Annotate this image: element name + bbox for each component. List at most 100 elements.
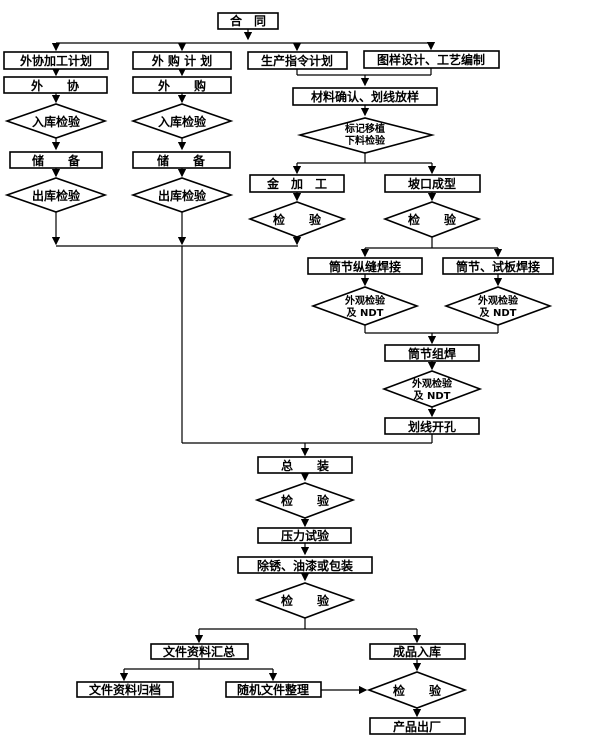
node-incoming-inspection-1: 入库检验 (4, 103, 108, 139)
node-final-assembly-label: 总 装 (281, 458, 329, 473)
node-weld-longitudinal-box (307, 257, 423, 275)
node-inspection-bevel-diamond (382, 201, 482, 238)
node-weld-longitudinal: 筒节纵缝焊接 (307, 257, 423, 275)
node-inspection-machining-label: 检 验 (273, 212, 322, 227)
node-final-assembly: 总 装 (257, 456, 353, 474)
node-inspection-product-label: 检 验 (393, 683, 442, 698)
node-doc-summary-box (150, 643, 249, 660)
node-inspection-product: 检 验 (366, 671, 468, 709)
node-final-assembly-box (257, 456, 353, 474)
node-machining-box (249, 174, 345, 193)
node-pressure-test-box (257, 527, 352, 544)
node-inspection-assembly: 检 验 (254, 482, 356, 519)
node-ndt-inspection-2: 外观检验 及 NDT (443, 286, 553, 326)
node-outgoing-inspection-1: 出库检验 (4, 177, 108, 213)
node-outsource: 外 协 (3, 76, 108, 94)
node-incoming-inspection-1-label: 入库检验 (32, 114, 81, 129)
node-ndt-inspection-3: 外观检验 及 NDT (381, 370, 483, 408)
node-plan-outsource-label: 外协加工计划 (20, 53, 92, 68)
node-storage-2-box (132, 151, 231, 169)
node-purchase-box (132, 76, 232, 94)
connector-arrows (51, 28, 503, 718)
node-inspection-machining-diamond (247, 201, 347, 238)
node-mark-transfer-inspection-label-2: 下料检验 (345, 134, 386, 147)
node-inspection-assembly-label: 检 验 (281, 493, 330, 508)
node-ndt-inspection-2-label-1: 外观检验 (477, 294, 519, 307)
node-marking-holes-box (384, 417, 480, 435)
node-ndt-inspection-1-diamond (310, 286, 420, 326)
node-design-process-label: 图样设计、工艺编制 (377, 52, 485, 67)
node-plan-production-label: 生产指令计划 (261, 53, 333, 68)
node-plan-outsource-box (3, 51, 109, 70)
node-incoming-inspection-2-label: 入库检验 (158, 114, 207, 129)
node-outgoing-inspection-2-diamond (130, 177, 234, 213)
node-design-process: 图样设计、工艺编制 (363, 50, 500, 69)
node-pressure-test: 压力试验 (257, 527, 352, 544)
node-inspection-bevel-label: 检 验 (408, 212, 457, 227)
node-plan-production-box (247, 51, 348, 70)
node-ndt-inspection-3-label-1: 外观检验 (411, 377, 453, 390)
node-inspection-final-diamond (254, 582, 356, 619)
node-weld-testplate: 筒节、试板焊接 (442, 257, 554, 275)
node-contract-label: 合 同 (230, 13, 266, 28)
node-doc-arrange-box (225, 681, 322, 698)
node-plan-purchase-label: 外 购 计 划 (152, 53, 213, 68)
node-doc-arrange-label: 随机文件整理 (237, 682, 309, 697)
node-incoming-inspection-2-diamond (130, 103, 234, 139)
node-outsource-box (3, 76, 108, 94)
node-purchase: 外 购 (132, 76, 232, 94)
node-ndt-inspection-1: 外观检验 及 NDT (310, 286, 420, 326)
node-contract-box (217, 12, 279, 30)
node-material-confirm-box (292, 87, 438, 106)
node-pressure-test-label: 压力试验 (281, 528, 330, 543)
node-plan-purchase: 外 购 计 划 (132, 51, 232, 70)
node-plan-production: 生产指令计划 (247, 51, 348, 70)
node-machining-label: 金 加 工 (266, 176, 327, 191)
node-marking-holes: 划线开孔 (384, 417, 480, 435)
node-weld-testplate-label: 筒节、试板焊接 (456, 259, 540, 274)
node-doc-archive-box (76, 681, 174, 698)
node-storage-1-box (9, 151, 103, 169)
node-outsource-label: 外 协 (31, 78, 79, 93)
node-rust-paint-pack: 除锈、油漆或包装 (237, 556, 373, 574)
node-inspection-final-label: 检 验 (281, 593, 330, 608)
node-weld-testplate-box (442, 257, 554, 275)
node-bevel-forming-box (384, 174, 481, 193)
node-bevel-forming-label: 坡口成型 (408, 176, 456, 191)
node-product-delivery: 产品出厂 (369, 717, 466, 735)
node-mark-transfer-inspection: 标记移植 下料检验 (296, 117, 436, 154)
node-mark-transfer-inspection-diamond (296, 117, 436, 154)
node-doc-arrange: 随机文件整理 (225, 681, 322, 698)
node-finished-storage-label: 成品入库 (393, 644, 441, 659)
node-storage-1-label: 储 备 (32, 153, 81, 168)
node-finished-storage-box (369, 643, 466, 660)
node-ndt-inspection-2-label-2: 及 NDT (480, 307, 517, 319)
node-ndt-inspection-3-diamond (381, 370, 483, 408)
node-rust-paint-pack-box (237, 556, 373, 574)
node-doc-archive: 文件资料归档 (76, 681, 174, 698)
node-doc-archive-label: 文件资料归档 (89, 682, 161, 697)
node-product-delivery-box (369, 717, 466, 735)
node-section-assembly-weld: 筒节组焊 (384, 344, 480, 362)
node-doc-summary-label: 文件资料汇总 (163, 644, 235, 659)
node-weld-longitudinal-label: 筒节纵缝焊接 (329, 259, 401, 274)
node-incoming-inspection-1-diamond (4, 103, 108, 139)
node-mark-transfer-inspection-label-1: 标记移植 (344, 122, 385, 135)
node-contract: 合 同 (217, 12, 279, 30)
node-bevel-forming: 坡口成型 (384, 174, 481, 193)
node-outgoing-inspection-2: 出库检验 (130, 177, 234, 213)
node-material-confirm: 材料确认、划线放样 (292, 87, 438, 106)
node-storage-1: 储 备 (9, 151, 103, 169)
node-inspection-assembly-diamond (254, 482, 356, 519)
node-incoming-inspection-2: 入库检验 (130, 103, 234, 139)
node-material-confirm-label: 材料确认、划线放样 (310, 89, 419, 104)
node-ndt-inspection-2-diamond (443, 286, 553, 326)
node-marking-holes-label: 划线开孔 (408, 419, 456, 434)
node-ndt-inspection-1-label-1: 外观检验 (344, 294, 386, 307)
node-purchase-label: 外 购 (158, 78, 206, 93)
node-outgoing-inspection-1-diamond (4, 177, 108, 213)
node-inspection-machining: 检 验 (247, 201, 347, 238)
node-machining: 金 加 工 (249, 174, 345, 193)
